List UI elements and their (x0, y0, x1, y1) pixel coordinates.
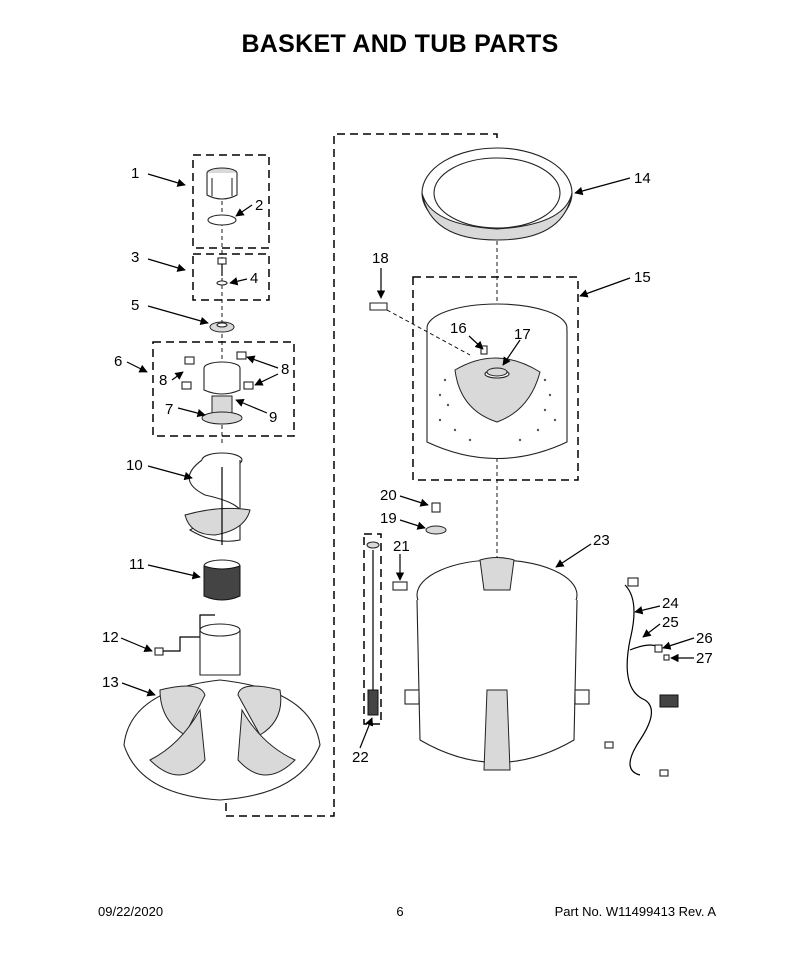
callout-8-left: 8 (159, 372, 167, 389)
part-26-clip (654, 644, 663, 653)
callout-labels: 1 2 3 4 5 6 7 8 8 9 10 11 12 13 14 15 16… (102, 165, 713, 766)
callout-7: 7 (165, 401, 173, 418)
group-box-15 (412, 276, 579, 481)
basket-perforations (438, 378, 557, 442)
callout-18: 18 (372, 250, 389, 267)
callout-21: 21 (393, 538, 410, 555)
callout-26: 26 (696, 630, 713, 647)
part-5-nut (209, 321, 235, 333)
part-4-washer (216, 280, 228, 286)
callout-5: 5 (131, 297, 139, 314)
part-18-clip (369, 302, 471, 356)
part-2-ring (207, 214, 237, 226)
callout-11: 11 (129, 556, 145, 573)
part-3-bolt (217, 257, 227, 276)
part-7-ring (201, 411, 243, 425)
part-22-rod (366, 541, 380, 716)
callout-10: 10 (126, 457, 143, 474)
callout-8-right: 8 (281, 361, 289, 378)
part-17-hub (486, 367, 508, 377)
group-box-3-4 (192, 253, 270, 301)
part-12-bolt (154, 614, 215, 656)
callout-4: 4 (250, 270, 258, 287)
callout-15: 15 (634, 269, 651, 286)
callout-25: 25 (662, 614, 679, 631)
group-box-6-9 (152, 341, 295, 437)
assembly-path (225, 133, 498, 817)
callout-9: 9 (269, 409, 277, 426)
callout-24: 24 (662, 595, 679, 612)
callout-1: 1 (131, 165, 139, 182)
callout-3: 3 (131, 249, 139, 266)
part-11-coupler (203, 559, 241, 601)
callout-22: 22 (352, 749, 369, 766)
part-19-washer (425, 525, 447, 535)
part-20-bolt (431, 502, 441, 513)
callout-23: 23 (593, 532, 610, 549)
part-8-clips (181, 351, 254, 390)
part-23-tub (404, 557, 590, 771)
part-15-basket (426, 303, 568, 459)
part-13-impeller (123, 623, 321, 801)
part-14-ring (421, 147, 573, 241)
page-title: BASKET AND TUB PARTS (241, 30, 559, 58)
part-24-harness (604, 577, 679, 777)
part-21-bracket (392, 581, 408, 591)
footer-date: 09/22/2020 (98, 904, 164, 919)
footer-part-number: Part No. W11499413 Rev. A (554, 904, 716, 919)
part-1-cap (206, 167, 238, 200)
callout-13: 13 (102, 674, 119, 691)
part-9-clutch (203, 361, 241, 415)
footer-page-number: 6 (396, 904, 404, 919)
callout-14: 14 (634, 170, 651, 187)
part-16-bolt (480, 345, 488, 355)
callout-19: 19 (380, 510, 397, 527)
callout-6: 6 (114, 353, 122, 370)
callout-17: 17 (514, 326, 531, 343)
callout-16: 16 (450, 320, 467, 337)
callout-2: 2 (255, 197, 263, 214)
callout-arrows (120, 173, 695, 749)
callout-12: 12 (102, 629, 119, 646)
callout-20: 20 (380, 487, 397, 504)
part-10-auger (184, 452, 251, 545)
callout-27: 27 (696, 650, 713, 667)
group-box-1-2 (192, 154, 270, 249)
part-27-screw (663, 654, 670, 661)
